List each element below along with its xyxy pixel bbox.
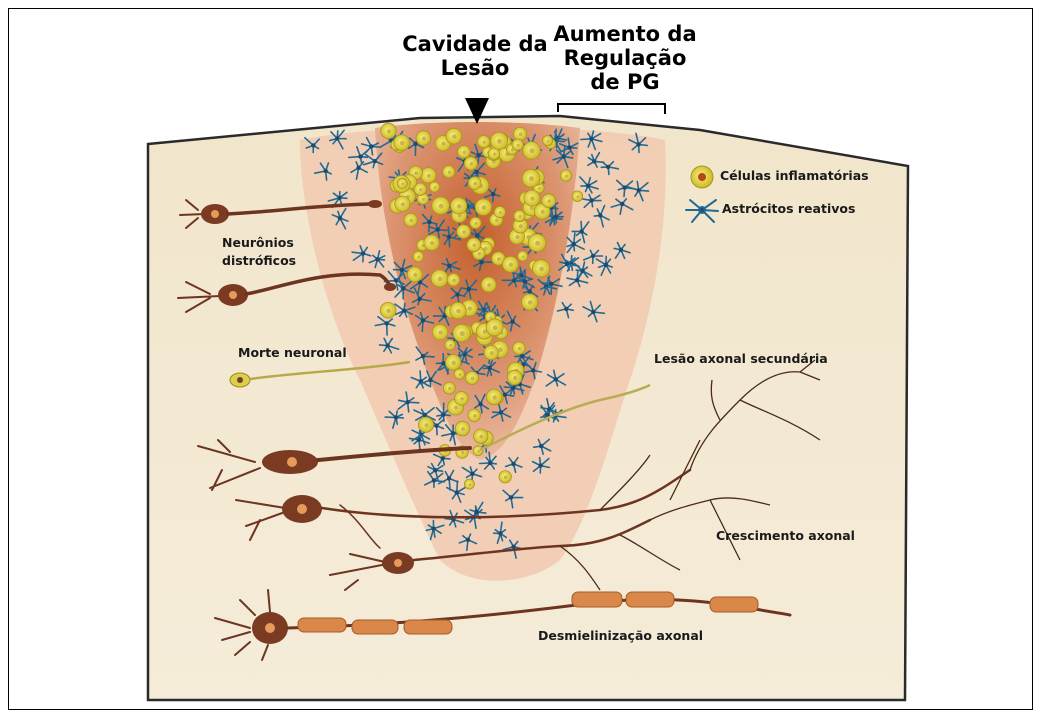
- inflammatory-cell: [464, 157, 477, 170]
- pg-label-line2: Regulação: [545, 46, 705, 70]
- neuronal-death-label: Morte neuronal: [238, 345, 347, 360]
- inflammatory-cell: [445, 340, 456, 351]
- inflammatory-cell: [464, 479, 474, 489]
- inflammatory-cell: [465, 371, 478, 384]
- inflammatory-cell: [474, 429, 488, 443]
- inflammatory-cell: [512, 139, 523, 150]
- inflammatory-cell: [524, 190, 540, 206]
- inflammatory-cell: [421, 168, 436, 183]
- inflammatory-cell: [499, 471, 511, 483]
- inflammatory-cell: [431, 270, 448, 287]
- inflammatory-cell: [457, 225, 471, 239]
- legend-cell-icon: [691, 166, 713, 188]
- inflammatory-cell: [473, 446, 483, 456]
- axonal-growth-label: Crescimento axonal: [716, 528, 855, 543]
- inflammatory-cell: [454, 369, 465, 380]
- inflammatory-cell: [475, 199, 492, 216]
- inflammatory-cell: [429, 182, 439, 192]
- inflammatory-cell: [446, 128, 462, 144]
- inflammatory-cell: [502, 256, 518, 272]
- inflammatory-cell: [522, 169, 540, 187]
- inflammatory-cell: [490, 132, 507, 149]
- inflammatory-cell: [447, 274, 460, 287]
- inflammatory-cell: [513, 342, 526, 355]
- inflammatory-cell: [478, 136, 490, 148]
- inflammatory-cell: [467, 238, 481, 252]
- inflammatory-cell: [470, 217, 481, 228]
- inflammatory-cell: [543, 136, 553, 146]
- inflammatory-cell: [397, 178, 407, 188]
- inflammatory-cell: [560, 170, 571, 181]
- inflammatory-cell: [572, 191, 583, 202]
- pg-bracket: [558, 104, 665, 114]
- cavity-label-line2: Lesão: [400, 56, 550, 80]
- cavity-label-line1: Cavidade da: [400, 32, 550, 56]
- dystrophic-label-line1: Neurônios: [222, 234, 296, 252]
- dystrophic-label-line2: distróficos: [222, 252, 296, 270]
- inflammatory-cell: [407, 267, 422, 282]
- inflammatory-cell: [458, 146, 471, 159]
- legend-astrocytes-label: Astrócitos reativos: [722, 201, 855, 216]
- pg-label-line1: Aumento da: [545, 22, 705, 46]
- inflammatory-cell: [494, 206, 505, 217]
- inflammatory-cell: [455, 421, 470, 436]
- cavity-label: Cavidade da Lesão: [400, 32, 550, 80]
- inflammatory-cell: [381, 123, 396, 138]
- inflammatory-cell: [518, 251, 528, 261]
- inflammatory-cell: [468, 177, 481, 190]
- inflammatory-cell: [481, 277, 496, 292]
- pg-label-line3: de PG: [545, 70, 705, 94]
- inflammatory-cell: [455, 392, 469, 406]
- inflammatory-cell: [418, 417, 433, 432]
- dystrophic-neurons-label: Neurônios distróficos: [222, 234, 296, 270]
- inflammatory-cell: [542, 194, 556, 208]
- inflammatory-cell: [523, 142, 541, 160]
- inflammatory-cell: [394, 135, 410, 151]
- inflammatory-cell: [395, 196, 410, 211]
- inflammatory-cell: [432, 324, 448, 340]
- inflammatory-cell: [416, 131, 431, 146]
- secondary-injury-label: Lesão axonal secundária: [654, 351, 828, 366]
- inflammatory-cell: [514, 210, 525, 221]
- inflammatory-cell: [486, 389, 502, 405]
- inflammatory-cell: [451, 198, 467, 214]
- inflammatory-cell: [532, 260, 549, 277]
- inflammatory-cell: [443, 382, 455, 394]
- inflammatory-cell: [486, 319, 503, 336]
- inflammatory-cell: [522, 294, 538, 310]
- inflammatory-cell: [513, 127, 526, 140]
- inflammatory-cell: [443, 166, 455, 178]
- inflammatory-cell: [380, 302, 396, 318]
- demyelination-label: Desmielinização axonal: [538, 628, 703, 643]
- inflammatory-cell: [424, 235, 440, 251]
- inflammatory-cell: [528, 234, 546, 252]
- inflammatory-cell: [450, 302, 466, 318]
- inflammatory-cell: [445, 355, 461, 371]
- inflammatory-cell: [507, 370, 522, 385]
- inflammatory-cell: [484, 345, 498, 359]
- inflammatory-cell: [404, 213, 417, 226]
- pg-label: Aumento da Regulação de PG: [545, 22, 705, 94]
- inflammatory-cell: [432, 197, 450, 215]
- inflammatory-cell: [453, 324, 471, 342]
- inflammatory-cell: [413, 251, 424, 262]
- legend-inflammatory-label: Células inflamatórias: [720, 168, 869, 183]
- inflammatory-cell: [468, 409, 481, 422]
